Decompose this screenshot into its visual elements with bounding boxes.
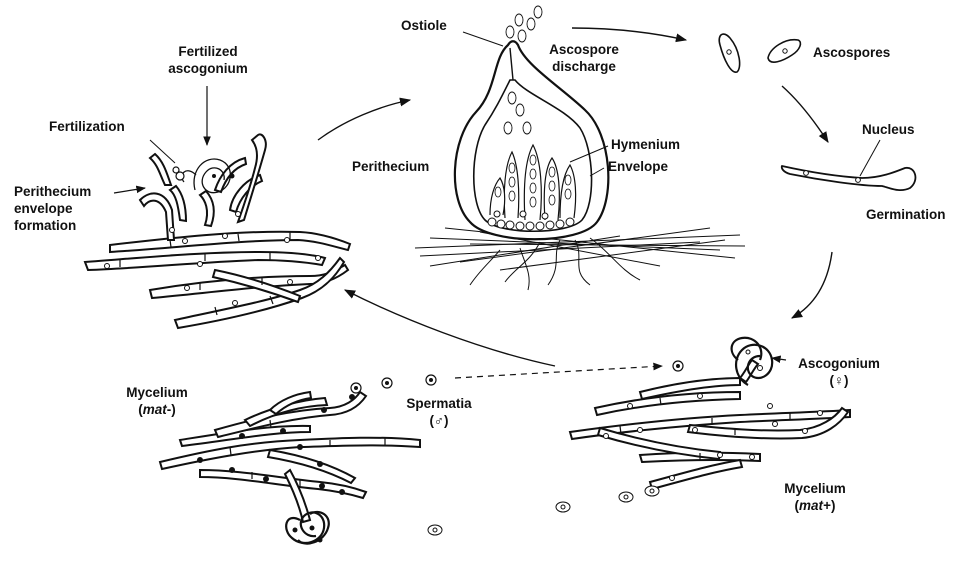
discharged-ascospores (506, 6, 542, 42)
label-nucleus: Nucleus (862, 121, 915, 138)
label-ascogonium: Ascogonium (♀) (790, 355, 888, 389)
label-spermatia: Spermatia (♂) (394, 395, 484, 429)
label-ascogonium-line1: Ascogonium (790, 355, 888, 372)
label-ascospore-discharge-line1: Ascospore (536, 41, 632, 58)
label-mycelium-plus-suffix: +) (823, 498, 835, 513)
label-pef-line2: envelope (14, 200, 91, 217)
label-pef-line3: formation (14, 217, 91, 234)
label-fertilized-ascogonium-line2: ascogonium (160, 60, 256, 77)
label-ascospores: Ascospores (813, 44, 890, 61)
label-envelope: Envelope (608, 158, 668, 175)
label-mycelium-minus-mat: mat (143, 402, 167, 417)
label-mycelium-plus-mat: mat (799, 498, 823, 513)
label-ascogonium-symbol: (♀) (790, 372, 888, 389)
label-mycelium-plus-line2: (mat+) (770, 497, 860, 514)
label-spermatia-line1: Spermatia (394, 395, 484, 412)
label-germination: Germination (866, 206, 946, 223)
label-ostiole: Ostiole (401, 17, 447, 34)
label-fertilized-ascogonium: Fertilized ascogonium (160, 43, 256, 77)
germinating-spore (782, 140, 916, 190)
label-hymenium: Hymenium (611, 136, 680, 153)
label-fertilization: Fertilization (49, 118, 125, 135)
perithecium-hyphal-mat (415, 228, 745, 290)
label-mycelium-minus-line1: Mycelium (115, 384, 199, 401)
label-perithecium-envelope-formation: Perithecium envelope formation (14, 183, 91, 234)
loose-spores (428, 486, 659, 535)
label-ascospore-discharge: Ascospore discharge (536, 41, 632, 75)
fertilization-mycelium (85, 134, 350, 328)
label-mycelium-plus: Mycelium (mat+) (770, 480, 860, 514)
label-mycelium-minus-suffix: -) (167, 402, 176, 417)
label-spermatia-symbol: (♂) (394, 412, 484, 429)
label-mycelium-plus-line1: Mycelium (770, 480, 860, 497)
ascospore-pair (719, 34, 800, 72)
label-ascospore-discharge-line2: discharge (536, 58, 632, 75)
label-mycelium-minus: Mycelium (mat-) (115, 384, 199, 418)
label-perithecium: Perithecium (352, 158, 429, 175)
label-pef-line1: Perithecium (14, 183, 91, 200)
spermatia-cells (351, 361, 683, 393)
ascogonium-coil (732, 338, 786, 385)
label-mycelium-minus-line2: (mat-) (115, 401, 199, 418)
spermatia-transfer-arrow (455, 366, 662, 378)
mycelium-minus (160, 392, 420, 522)
label-fertilized-ascogonium-line1: Fertilized (160, 43, 256, 60)
